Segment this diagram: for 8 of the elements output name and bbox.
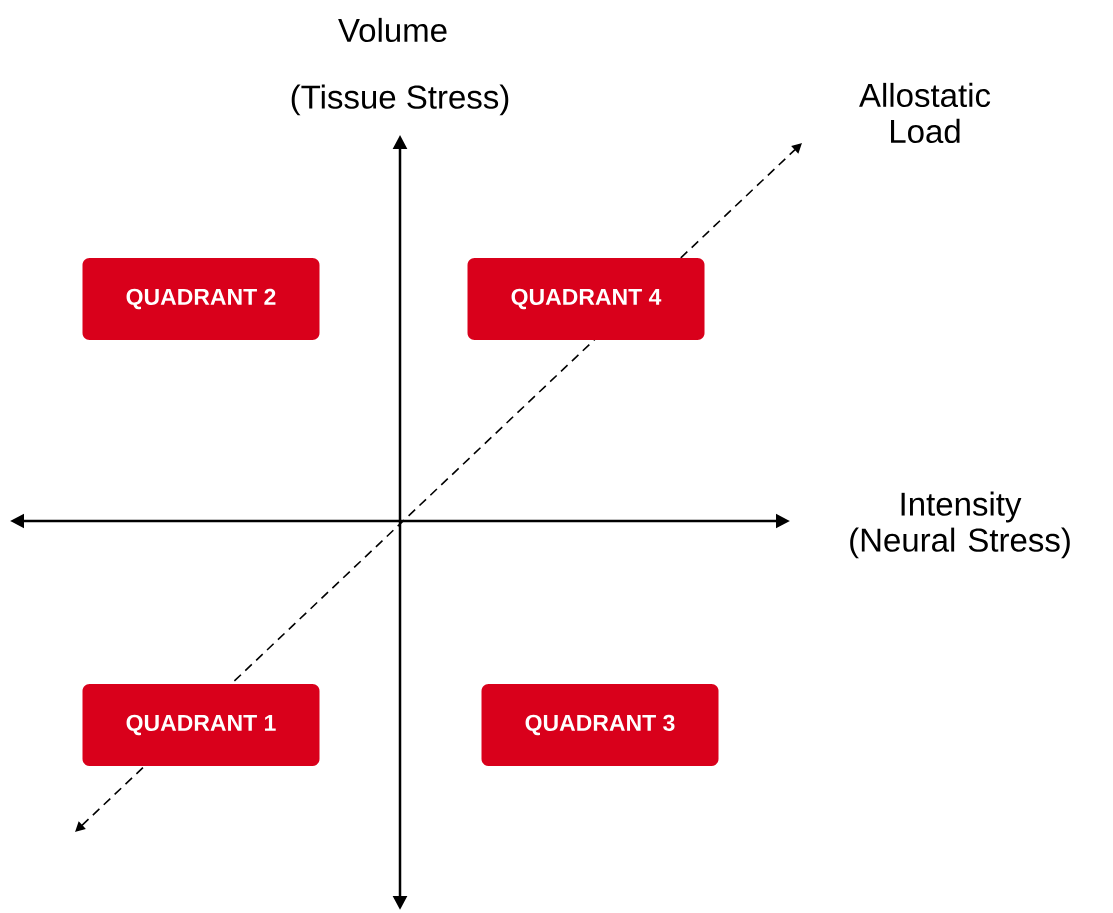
quadrant-box: QUADRANT 3 [481, 684, 719, 766]
axis-label: Intensity (Neural Stress) [850, 491, 1070, 559]
axis-label: (Tissue Stress) [291, 84, 509, 116]
quadrant-box: QUADRANT 1 [82, 684, 320, 766]
quadrant-box: QUADRANT 4 [467, 258, 705, 340]
axis-label: Allostatic Load [859, 82, 991, 144]
axis-label: Volume [338, 17, 447, 43]
quadrant-box: QUADRANT 2 [82, 258, 320, 340]
